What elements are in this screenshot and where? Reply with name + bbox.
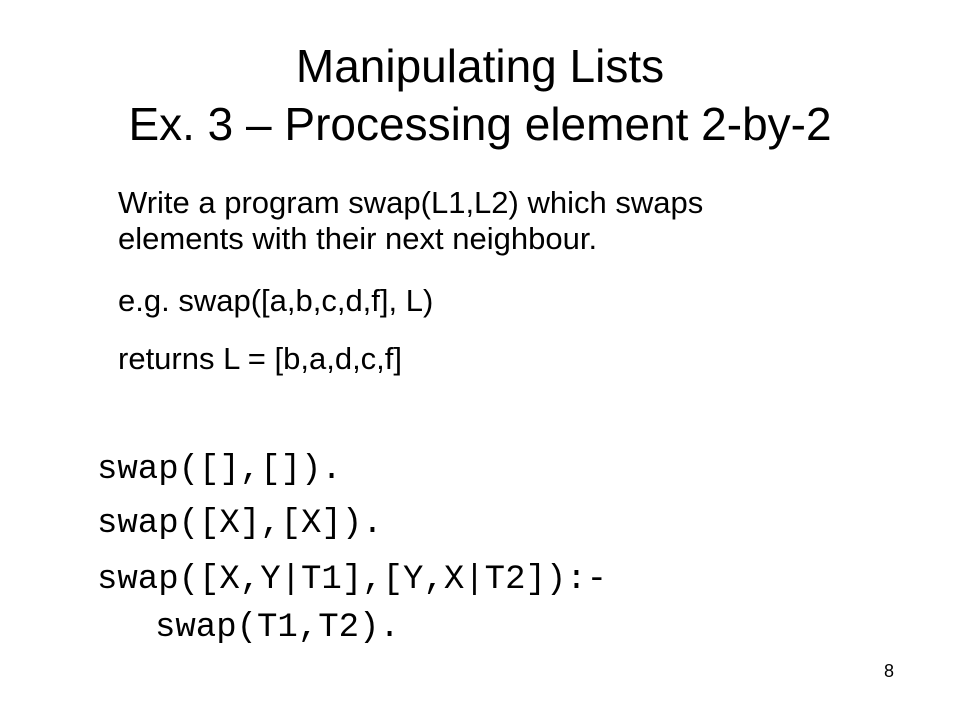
example-result: returns L = [b,a,d,c,f] (118, 341, 403, 376)
task-description-line-1: Write a program swap(L1,L2) which swaps (118, 185, 704, 220)
code-line-2: swap([X],[X]). (97, 505, 383, 543)
code-line-1: swap([],[]). (97, 451, 342, 489)
slide-title-line-1: Manipulating Lists (295, 40, 665, 92)
example-call: e.g. swap([a,b,c,d,f], L) (118, 283, 434, 318)
code-line-4: swap(T1,T2). (155, 609, 400, 647)
slide-title-line-2: Ex. 3 – Processing element 2-by-2 (128, 98, 832, 150)
task-description-line-2: elements with their next neighbour. (118, 221, 598, 256)
page-number: 8 (884, 661, 895, 681)
code-line-3: swap([X,Y|T1],[Y,X|T2]):- (97, 561, 608, 599)
